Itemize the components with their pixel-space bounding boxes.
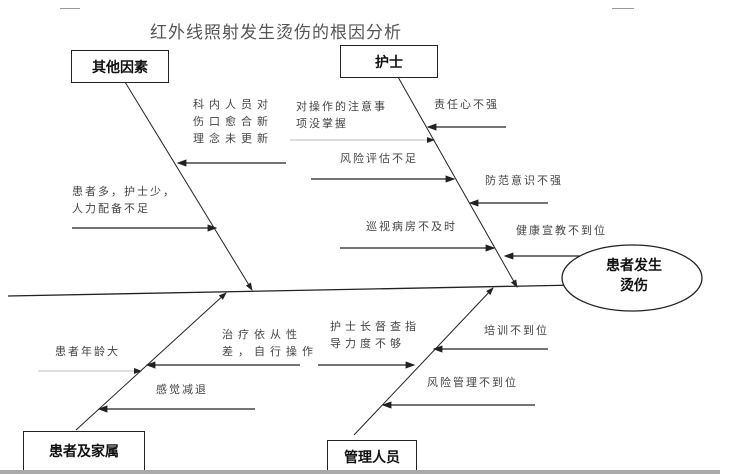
cause-nurse-3: 风险评估不足 — [340, 152, 418, 165]
category-label: 其他因素 — [92, 59, 148, 76]
header-rule-left — [60, 8, 80, 9]
cause-nurse-6: 健康宣教不到位 — [516, 224, 607, 237]
category-other-factors: 其他因素 — [71, 50, 169, 83]
cause-nurse-1: 责任心不强 — [434, 98, 499, 111]
cause-management-1: 护士长督查指 导力度不够 — [330, 320, 420, 350]
cause-management-3: 风险管理不到位 — [427, 376, 518, 389]
category-label: 护士 — [375, 54, 403, 71]
cause-management-2: 培训不到位 — [484, 324, 549, 337]
cause-other-1: 科内人员对 伤口愈合新 理念未更新 — [193, 98, 273, 145]
category-label: 患者及家属 — [49, 444, 119, 460]
category-management: 管理人员 — [327, 440, 417, 474]
effect-line-1: 患者发生 — [606, 258, 662, 274]
category-patient-family: 患者及家属 — [23, 431, 145, 471]
cause-nurse-2: 对操作的注意事 项没掌握 — [296, 100, 387, 130]
cause-nurse-5: 巡视病房不及时 — [366, 220, 457, 233]
effect-label: 患者发生 烫伤 — [592, 256, 676, 296]
category-nurse: 护士 — [340, 45, 438, 78]
effect-line-2: 烫伤 — [620, 278, 648, 294]
cause-patient-2: 治疗依从性 差，自行操作 — [222, 328, 318, 358]
bottom-border — [0, 470, 720, 474]
category-label: 管理人员 — [344, 450, 400, 466]
diagram-title: 红外线照射发生烫伤的根因分析 — [150, 23, 402, 43]
cause-patient-3: 感觉减退 — [156, 383, 208, 396]
cause-nurse-4: 防范意识不强 — [485, 174, 563, 187]
header-rule-right — [612, 8, 634, 9]
cause-other-2: 患者多，护士少， 人力配备不足 — [72, 185, 176, 215]
cause-patient-1: 患者年龄大 — [55, 345, 120, 358]
